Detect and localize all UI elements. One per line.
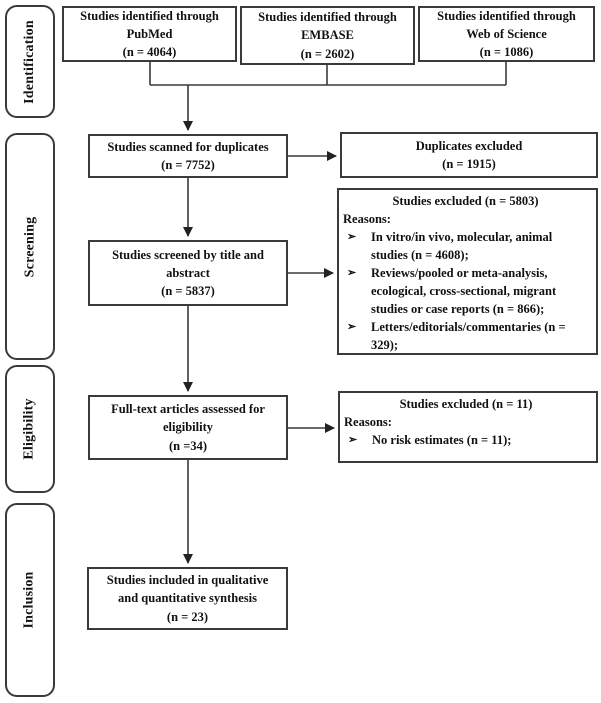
bullet-arrow-icon: ➢ bbox=[348, 434, 358, 446]
exclusion-screening-title: Studies excluded (n = 5803) bbox=[392, 194, 539, 208]
exclusion-screening-item-text: Letters/editorials/commentaries (n = 329… bbox=[371, 320, 566, 352]
exclusion-box-screening: Studies excluded (n = 5803) Reasons: ➢ I… bbox=[337, 188, 598, 355]
stage-inclusion-label: Inclusion bbox=[22, 571, 37, 629]
stage-screening: Screening bbox=[5, 133, 55, 360]
exclusion-box-duplicates: Duplicates excluded (n = 1915) bbox=[340, 132, 598, 178]
source-box-embase: Studies identified through EMBASE (n = 2… bbox=[240, 6, 415, 65]
flow-box-scanned-duplicates: Studies scanned for duplicates (n = 7752… bbox=[88, 134, 288, 178]
stage-identification: Identification bbox=[5, 5, 55, 118]
exclusion-screening-item: ➢ Reviews/pooled or meta-analysis, ecolo… bbox=[343, 264, 588, 318]
flow-box-fulltext-assessed: Full-text articles assessed for eligibil… bbox=[88, 395, 288, 460]
exclusion-box-eligibility: Studies excluded (n = 11) Reasons: ➢ No … bbox=[338, 391, 598, 463]
bullet-arrow-icon: ➢ bbox=[347, 267, 357, 279]
flow-box-screened-title-abstract: Studies screened by title and abstract (… bbox=[88, 240, 288, 306]
stage-eligibility-label: Eligibility bbox=[22, 398, 38, 460]
exclusion-eligibility-reasons-label: Reasons: bbox=[344, 415, 392, 429]
stage-eligibility: Eligibility bbox=[5, 365, 55, 493]
exclusion-screening-item-text: In vitro/in vivo, molecular, animal stud… bbox=[371, 230, 553, 262]
source-box-web-of-science: Studies identified through Web of Scienc… bbox=[418, 6, 595, 62]
stage-identification-label: Identification bbox=[22, 19, 38, 104]
stage-screening-label: Screening bbox=[22, 216, 37, 277]
bullet-arrow-icon: ➢ bbox=[347, 231, 357, 243]
exclusion-eligibility-item-text: No risk estimates (n = 11); bbox=[372, 433, 512, 447]
source-box-pubmed: Studies identified through PubMed (n = 4… bbox=[62, 6, 237, 62]
stage-inclusion: Inclusion bbox=[5, 503, 55, 697]
exclusion-screening-reasons-label: Reasons: bbox=[343, 212, 391, 226]
exclusion-screening-item: ➢ Letters/editorials/commentaries (n = 3… bbox=[343, 318, 588, 354]
exclusion-eligibility-title: Studies excluded (n = 11) bbox=[399, 397, 533, 411]
bullet-arrow-icon: ➢ bbox=[347, 321, 357, 333]
exclusion-screening-item-text: Reviews/pooled or meta-analysis, ecologi… bbox=[371, 266, 557, 316]
exclusion-screening-item: ➢ In vitro/in vivo, molecular, animal st… bbox=[343, 228, 588, 264]
exclusion-eligibility-item: ➢ No risk estimates (n = 11); bbox=[344, 431, 588, 449]
flow-box-included-synthesis: Studies included in qualitative and quan… bbox=[87, 567, 288, 630]
